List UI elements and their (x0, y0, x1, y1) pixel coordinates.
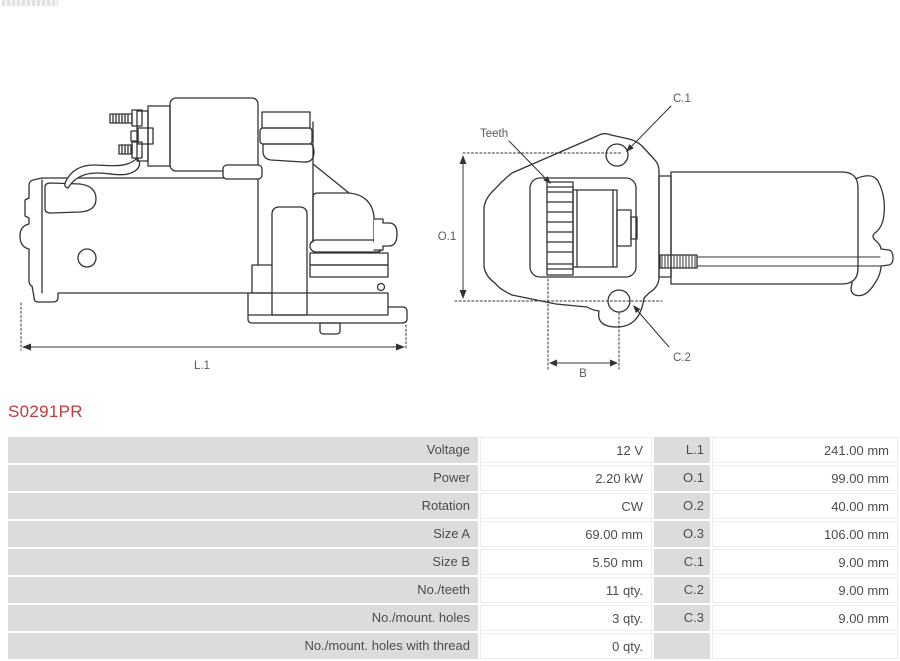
motor-front-band (658, 175, 672, 278)
mounting-flange (483, 133, 660, 328)
spec-row: No./teeth 11 qty. C.2 9.00 mm (0, 577, 900, 603)
solenoid (109, 97, 315, 180)
label-c2: C.2 (673, 352, 691, 364)
spec-name-cell: No./mount. holes with thread (8, 633, 478, 659)
leader-lines (508, 105, 672, 348)
spec-value-cell: 69.00 mm (480, 521, 652, 547)
spec-row: Size A 69.00 mm O.3 106.00 mm (0, 521, 900, 547)
solenoid-base-plate (222, 164, 263, 180)
spec-dim-name-cell (654, 633, 710, 659)
foot-tab (319, 322, 341, 335)
spec-name-cell: Rotation (8, 493, 478, 519)
spec-row: Power 2.20 kW O.1 99.00 mm (0, 465, 900, 491)
flange-opening (529, 177, 637, 278)
pinion-gear (546, 181, 638, 276)
spec-dim-name-cell: O.1 (654, 465, 710, 491)
spec-dim-name-cell: L.1 (654, 437, 710, 463)
spec-dim-name-cell: C.1 (654, 549, 710, 575)
spec-dim-value-cell: 9.00 mm (712, 549, 898, 575)
spec-dim-name-cell: O.2 (654, 493, 710, 519)
nose-cap (373, 218, 398, 251)
mounting-hole-c2 (607, 289, 631, 313)
spec-dim-value-cell (712, 633, 898, 659)
spec-name-cell: Size A (8, 521, 478, 547)
spec-row: Voltage 12 V L.1 241.00 mm (0, 437, 900, 463)
part-number: S0291PR (8, 402, 83, 421)
label-b: B (579, 368, 587, 380)
spec-value-cell: CW (480, 493, 652, 519)
spec-value-cell: 12 V (480, 437, 652, 463)
spec-row: No./mount. holes 3 qty. C.3 9.00 mm (0, 605, 900, 631)
spec-dim-value-cell: 99.00 mm (712, 465, 898, 491)
spec-value-cell: 2.20 kW (480, 465, 652, 491)
spec-name-cell: Size B (8, 549, 478, 575)
spec-dim-value-cell: 9.00 mm (712, 577, 898, 603)
mounting-hole-c1 (605, 143, 629, 167)
through-bolt (309, 239, 384, 253)
front-view-drawing: Teeth C.1 C.2 O.1 B (438, 93, 894, 380)
spec-dim-value-cell: 106.00 mm (712, 521, 898, 547)
motor-body-front (670, 171, 859, 285)
mounting-plate (271, 206, 308, 316)
spec-dim-name-cell: C.2 (654, 577, 710, 603)
spec-row: Size B 5.50 mm C.1 9.00 mm (0, 549, 900, 575)
spec-row: Rotation CW O.2 40.00 mm (0, 493, 900, 519)
spec-dim-value-cell: 9.00 mm (712, 605, 898, 631)
dimension-o1 (454, 152, 663, 302)
solenoid-connector (259, 111, 315, 163)
motor-body-side (19, 157, 259, 303)
through-shaft (659, 254, 881, 269)
label-c1: C.1 (673, 93, 691, 105)
spec-name-cell: No./teeth (8, 577, 478, 603)
dimension-l1 (20, 302, 407, 351)
terminal-studs (109, 109, 154, 159)
dimension-b (547, 278, 620, 370)
spec-name-cell: No./mount. holes (8, 605, 478, 631)
spec-value-cell: 3 qty. (480, 605, 652, 631)
spec-dim-value-cell: 40.00 mm (712, 493, 898, 519)
label-o1: O.1 (438, 231, 457, 243)
spec-value-cell: 11 qty. (480, 577, 652, 603)
spec-value-cell: 5.50 mm (480, 549, 652, 575)
spec-row: No./mount. holes with thread 0 qty. (0, 633, 900, 659)
spec-dim-value-cell: 241.00 mm (712, 437, 898, 463)
side-view-drawing: L.1 (19, 97, 408, 372)
technical-drawing: L.1 (19, 93, 894, 380)
label-teeth: Teeth (480, 128, 508, 140)
wire (64, 157, 141, 189)
mounting-foot (247, 292, 408, 324)
spec-name-cell: Power (8, 465, 478, 491)
spec-table: Voltage 12 V L.1 241.00 mm Power 2.20 kW… (0, 437, 900, 661)
spec-name-cell: Voltage (8, 437, 478, 463)
brush-holder-bump (44, 182, 97, 214)
spec-dim-name-cell: O.3 (654, 521, 710, 547)
logo-remnant (2, 0, 58, 6)
spec-value-cell: 0 qty. (480, 633, 652, 659)
drive-end-bracket (247, 121, 408, 335)
spec-dim-name-cell: C.3 (654, 605, 710, 631)
label-l1: L.1 (194, 360, 210, 372)
body-hole (77, 248, 97, 268)
